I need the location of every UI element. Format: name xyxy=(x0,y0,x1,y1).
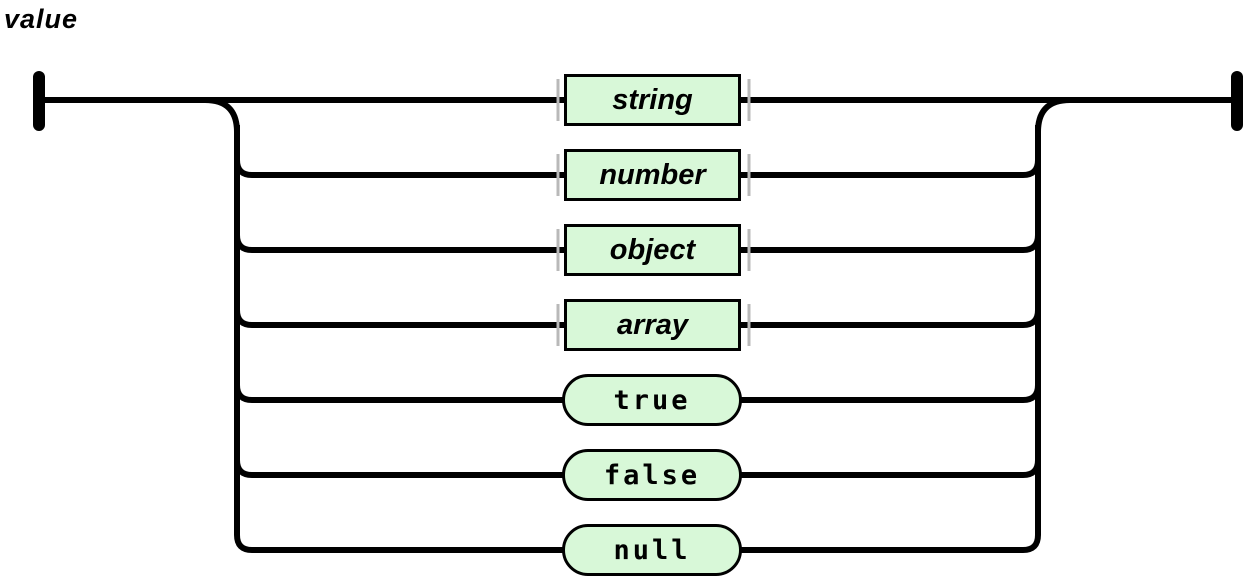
node-array: array xyxy=(564,299,741,351)
node-false-label: false xyxy=(603,459,701,491)
node-number-label: number xyxy=(599,158,706,191)
node-object: object xyxy=(564,224,741,276)
node-null: null xyxy=(562,524,742,576)
node-true: true xyxy=(562,374,742,426)
left-split-curve xyxy=(204,97,240,133)
node-null-label: null xyxy=(613,534,691,566)
node-number: number xyxy=(564,149,741,201)
right-join-curve xyxy=(1035,97,1071,133)
node-array-label: array xyxy=(617,308,688,341)
node-string: string xyxy=(564,74,741,126)
node-string-label: string xyxy=(612,83,693,116)
connector-ticks xyxy=(556,79,751,346)
node-false: false xyxy=(562,449,742,501)
diagram-start-terminal xyxy=(33,71,45,131)
node-true-label: true xyxy=(613,384,691,416)
diagram-title: value xyxy=(4,4,79,34)
diagram-end-terminal xyxy=(1231,71,1243,131)
node-object-label: object xyxy=(609,233,696,266)
